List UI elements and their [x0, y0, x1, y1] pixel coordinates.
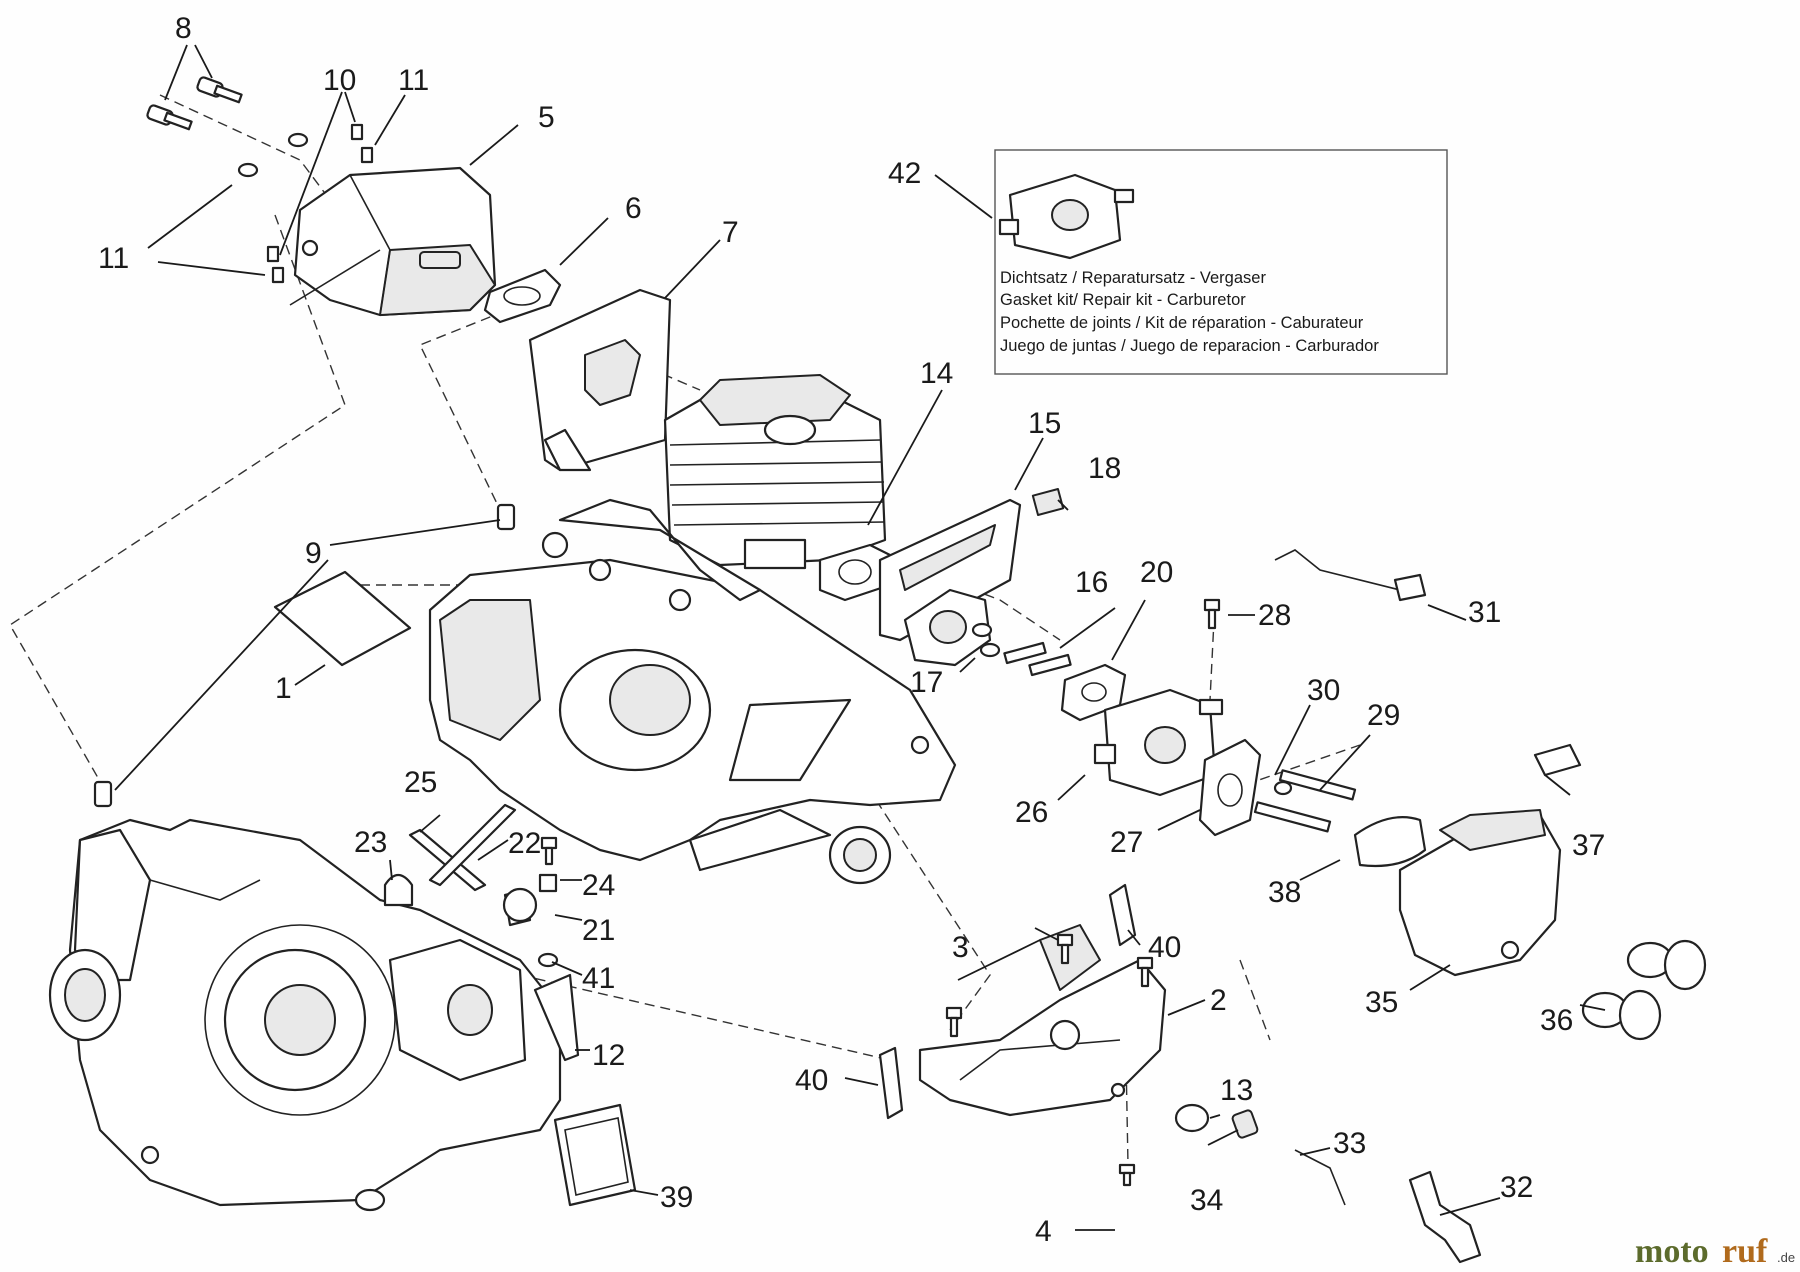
part-18-clip: [1031, 487, 1065, 517]
callout-22: 22: [508, 827, 541, 860]
part-4-screw: [1118, 1163, 1136, 1187]
part-28-screw: [1203, 598, 1221, 630]
callout-34: 34: [1190, 1184, 1223, 1217]
callout-1: 1: [275, 672, 292, 705]
callout-2: 2: [1210, 984, 1227, 1017]
callout-25: 25: [404, 766, 437, 799]
callout-4: 4: [1035, 1215, 1052, 1248]
part-13-34: [1174, 1103, 1259, 1139]
kit-line-es: Juego de juntas / Juego de reparacion - …: [1000, 337, 1379, 355]
callout-18: 18: [1088, 452, 1121, 485]
callout-38: 38: [1268, 876, 1301, 909]
callout-11-top: 11: [398, 64, 429, 97]
part-16-17-manifold: [903, 588, 1072, 677]
callout-5: 5: [538, 101, 555, 134]
callout-31: 31: [1468, 596, 1501, 629]
part-7-heat-shield: [528, 288, 672, 472]
kit-line-de: Dichtsatz / Reparatursatz - Vergaser: [1000, 269, 1266, 287]
callout-23: 23: [354, 826, 387, 859]
callout-36: 36: [1540, 1004, 1573, 1037]
part-38-filter: [1353, 816, 1427, 868]
part-15-plate: [878, 498, 1022, 642]
motoruf-logo: moto ruf .de: [1635, 1233, 1795, 1270]
part-31-rod: [1274, 549, 1427, 602]
callout-29: 29: [1367, 699, 1400, 732]
callout-39: 39: [660, 1181, 693, 1214]
callout-6: 6: [625, 192, 642, 225]
part-29-30-studs: [1253, 769, 1357, 833]
callout-10: 10: [323, 64, 356, 97]
part-12-bracket: [533, 973, 580, 1062]
callout-3-upper: 3: [952, 931, 969, 964]
callout-40-left: 40: [795, 1064, 828, 1097]
part-1-decal: [273, 570, 412, 667]
part-35-36-37-cover: [1398, 743, 1707, 1041]
crankcase-left-half: [48, 818, 562, 1212]
part-21-24-41: [502, 836, 559, 968]
callout-17: 17: [910, 666, 943, 699]
kit-line-en: Gasket kit/ Repair kit - Carburetor: [1000, 291, 1246, 309]
callout-33: 33: [1333, 1127, 1366, 1160]
part-washers: [237, 132, 309, 178]
part-42-carburetor-thumbnail: [998, 173, 1135, 260]
part-22-25-tubes: [408, 803, 517, 892]
part-8-screws: [146, 76, 243, 131]
callout-42: 42: [888, 157, 921, 190]
logo-part-1: moto: [1635, 1233, 1709, 1270]
part-26-carburetor: [1093, 688, 1224, 797]
kit-line-fr: Pochette de joints / Kit de réparation -…: [1000, 314, 1364, 332]
callout-7: 7: [722, 216, 739, 249]
part-23-valve: [383, 873, 414, 907]
callout-21: 21: [582, 914, 615, 947]
callout-14: 14: [920, 357, 953, 390]
callout-26: 26: [1015, 796, 1048, 829]
callout-8: 8: [175, 12, 192, 45]
callout-27: 27: [1110, 826, 1143, 859]
crankcase-right-half: [428, 498, 957, 885]
part-6-gasket: [483, 268, 562, 324]
part-3-screws: [945, 933, 1154, 1038]
callout-11-left: 11: [98, 242, 129, 275]
cylinder: [663, 374, 887, 570]
part-32-33-linkage: [1294, 1149, 1482, 1264]
part-10-11-pins: [266, 123, 374, 284]
callout-37: 37: [1572, 829, 1605, 862]
callout-20: 20: [1140, 556, 1173, 589]
callout-30: 30: [1307, 674, 1340, 707]
logo-suffix: .de: [1777, 1250, 1795, 1265]
part-27-plate: [1198, 738, 1262, 837]
part-5-cover: [289, 166, 497, 317]
callout-16: 16: [1075, 566, 1108, 599]
part-9-pins: [93, 503, 516, 808]
callout-15: 15: [1028, 407, 1061, 440]
logo-part-2: ruf: [1722, 1233, 1768, 1270]
callout-41: 41: [582, 962, 615, 995]
callout-12: 12: [592, 1039, 625, 1072]
callout-9: 9: [305, 537, 322, 570]
part-2-bottom-plate: [918, 924, 1167, 1117]
callout-24: 24: [582, 869, 615, 902]
part-39-plate: [553, 1103, 637, 1207]
callout-35: 35: [1365, 986, 1398, 1019]
kit-box-42: Dichtsatz / Reparatursatz - Vergaser Gas…: [994, 149, 1448, 375]
callout-13: 13: [1220, 1074, 1253, 1107]
callout-numbers: 8 10 11 5 11 6 7 42 14 15 18 9 1 16 20 2…: [98, 12, 1605, 1248]
callout-40-right: 40: [1148, 931, 1181, 964]
callout-32: 32: [1500, 1171, 1533, 1204]
leader-lines: [114, 44, 1606, 1231]
callout-28: 28: [1258, 599, 1291, 632]
